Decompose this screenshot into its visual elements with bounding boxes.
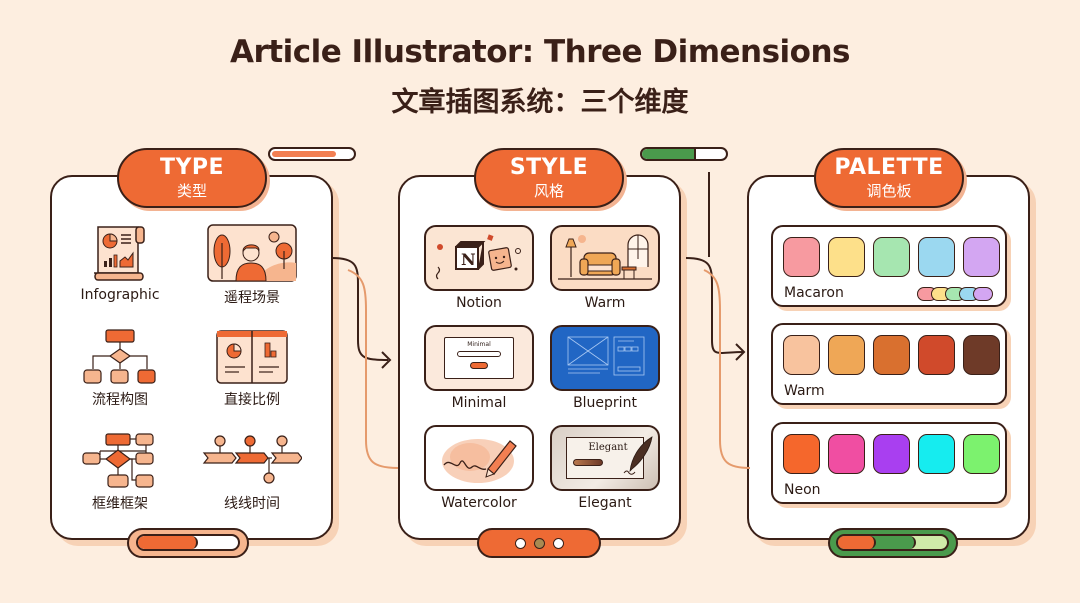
style-label: Minimal bbox=[451, 395, 507, 411]
type-title-zh: 类型 bbox=[176, 182, 207, 200]
type-label: 遥程场景 bbox=[224, 290, 280, 306]
comparison-icon bbox=[216, 330, 288, 384]
swatch[interactable] bbox=[783, 434, 820, 474]
type-item-timeline[interactable]: 线线时间 bbox=[192, 433, 312, 513]
swatch[interactable] bbox=[873, 335, 910, 375]
scene-person-icon bbox=[207, 224, 297, 282]
style-label: Elegant bbox=[578, 495, 632, 511]
type-title-en: TYPE bbox=[159, 155, 225, 180]
page-title-en: Article Illustrator: Three Dimensions bbox=[230, 34, 850, 70]
palette-panel: Macaron Warm Neon bbox=[747, 175, 1030, 540]
notion-cube-icon: N bbox=[435, 234, 521, 280]
swatch[interactable] bbox=[873, 237, 910, 277]
type-progress-slider[interactable] bbox=[127, 528, 249, 558]
type-label: Infographic bbox=[80, 287, 160, 303]
swatch[interactable] bbox=[918, 434, 955, 474]
framework-icon bbox=[82, 433, 154, 488]
style-item-warm[interactable]: Warm bbox=[550, 225, 660, 311]
palette-card-warm[interactable]: Warm bbox=[771, 323, 1007, 405]
type-item-framework[interactable]: 框维框架 bbox=[60, 433, 180, 513]
swatch[interactable] bbox=[873, 434, 910, 474]
page-dot-1[interactable] bbox=[514, 537, 526, 549]
connector-style-to-palette bbox=[685, 257, 751, 469]
page-title-zh: 文章插图系统：三个维度 bbox=[391, 87, 689, 118]
style-pagination[interactable] bbox=[477, 528, 601, 558]
style-item-watercolor[interactable]: Watercolor bbox=[424, 425, 534, 511]
swatch[interactable] bbox=[918, 237, 955, 277]
armchair-room-icon bbox=[558, 234, 652, 280]
type-deco-slider[interactable] bbox=[268, 147, 356, 161]
page-dot-2-active[interactable] bbox=[533, 537, 545, 549]
style-item-elegant[interactable]: Elegant Elegant bbox=[550, 425, 660, 511]
style-label: Notion bbox=[456, 295, 502, 311]
type-label: 线线时间 bbox=[224, 496, 280, 512]
page-dot-3[interactable] bbox=[552, 537, 564, 549]
minimal-inner-text: Minimal bbox=[467, 341, 491, 348]
style-title-zh: 风格 bbox=[533, 182, 564, 200]
minimal-card-icon: Minimal bbox=[444, 337, 514, 379]
flowchart-icon bbox=[83, 329, 156, 384]
macaron-mini-chain bbox=[917, 287, 993, 301]
connector-type-to-style bbox=[331, 257, 399, 469]
swatch[interactable] bbox=[828, 434, 865, 474]
swatch[interactable] bbox=[963, 434, 1000, 474]
type-label: 流程构图 bbox=[92, 392, 148, 408]
type-item-infographic[interactable]: Infographic bbox=[60, 223, 180, 303]
style-header: STYLE 风格 bbox=[474, 148, 624, 208]
swatch[interactable] bbox=[963, 237, 1000, 277]
swatch[interactable] bbox=[963, 335, 1000, 375]
palette-progress-slider[interactable] bbox=[828, 528, 958, 558]
swatch[interactable] bbox=[783, 335, 820, 375]
type-panel: Infographic 遥程场景 流程构图 bbox=[50, 175, 333, 540]
quill-card-icon: Elegant bbox=[566, 437, 644, 479]
style-item-minimal[interactable]: Minimal Minimal bbox=[424, 325, 534, 411]
quill-icon bbox=[623, 436, 653, 475]
style-item-blueprint[interactable]: Blueprint bbox=[550, 325, 660, 411]
palette-title-zh: 调色板 bbox=[866, 182, 912, 200]
swatch[interactable] bbox=[918, 335, 955, 375]
style-label: Blueprint bbox=[573, 395, 637, 411]
palette-name: Macaron bbox=[784, 285, 844, 301]
style-panel: N Notion bbox=[398, 175, 681, 540]
type-item-comparison[interactable]: 直接比例 bbox=[192, 329, 312, 409]
style-item-notion[interactable]: N Notion bbox=[424, 225, 534, 311]
swatch[interactable] bbox=[828, 335, 865, 375]
swatch[interactable] bbox=[783, 237, 820, 277]
type-label: 框维框架 bbox=[92, 496, 148, 512]
palette-title-en: PALETTE bbox=[834, 155, 944, 180]
palette-card-macaron[interactable]: Macaron bbox=[771, 225, 1007, 307]
type-item-scene[interactable]: 遥程场景 bbox=[192, 223, 312, 307]
swatch[interactable] bbox=[828, 237, 865, 277]
type-label: 直接比例 bbox=[224, 392, 280, 408]
type-header: TYPE 类型 bbox=[117, 148, 267, 208]
palette-name: Neon bbox=[784, 482, 821, 498]
elegant-inner-text: Elegant bbox=[588, 442, 628, 453]
style-label: Warm bbox=[584, 295, 626, 311]
palette-name: Warm bbox=[784, 383, 825, 399]
palette-card-neon[interactable]: Neon bbox=[771, 422, 1007, 504]
svg-text:N: N bbox=[461, 250, 476, 269]
infographic-scroll-icon bbox=[94, 226, 145, 281]
palette-header: PALETTE 调色板 bbox=[814, 148, 964, 208]
pencil-watercolor-icon bbox=[442, 439, 517, 483]
style-deco-slider[interactable] bbox=[640, 147, 728, 161]
blueprint-wireframe-icon bbox=[567, 336, 645, 376]
style-title-en: STYLE bbox=[509, 155, 589, 180]
style-label: Watercolor bbox=[441, 495, 517, 511]
type-item-flowchart[interactable]: 流程构图 bbox=[60, 329, 180, 409]
timeline-icon bbox=[202, 435, 302, 484]
divider-line bbox=[708, 172, 710, 257]
